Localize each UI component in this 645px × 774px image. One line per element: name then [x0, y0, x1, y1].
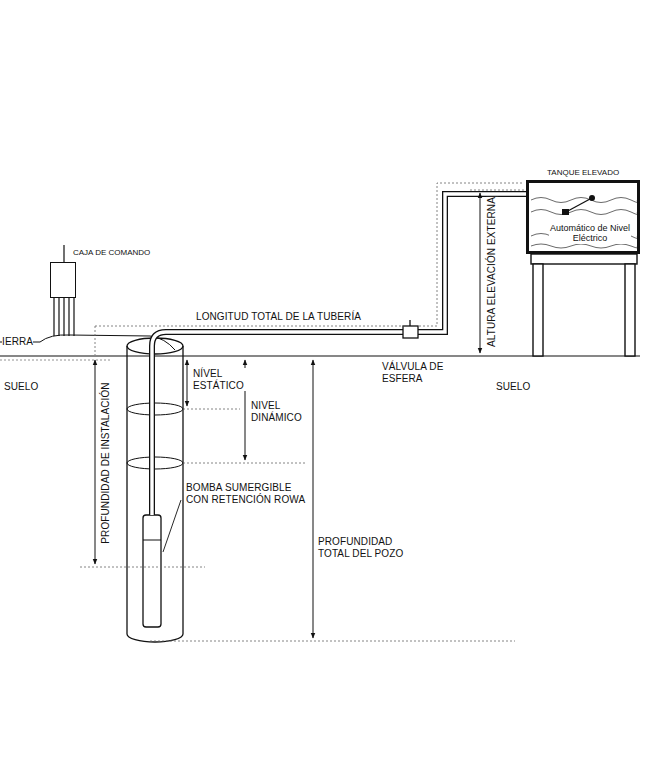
level-switch [562, 209, 569, 215]
level-float-rod [566, 199, 590, 212]
elevated-tank: TANQUE ELEVADOAutomático de Nivel Eléctr… [526, 180, 640, 254]
elevation-label: ALTURA ELEVACIÓN EXTERNA [486, 197, 498, 347]
pump-leader [163, 500, 181, 552]
valve-handle [409, 320, 410, 326]
pipe-bore [152, 194, 527, 515]
static-level-label: NÍVEL ESTÁTICO [193, 368, 249, 391]
control-antenna [63, 245, 64, 262]
pipe-length-label: LONGITUD TOTAL DE LA TUBERÍA [196, 311, 361, 323]
tank-water [531, 198, 638, 249]
tank-title: TANQUE ELEVADO [547, 168, 619, 177]
level-switch-label: Automático de Nivel Eléctrico [549, 223, 631, 244]
well-depth-label: PROFUNDIDAD TOTAL DEL POZO [318, 536, 418, 559]
pump-joint [143, 540, 161, 541]
install-depth-label: PROFUNDIDAD DE INSTALACIÓN [100, 382, 112, 543]
dynamic-level-label: NIVEL DINÁMICO [251, 400, 309, 423]
control-wires [54, 298, 74, 336]
control-box: CAJA DE COMANDO [50, 262, 76, 298]
ground-dotted [0, 360, 110, 361]
soil-label: SUELO [496, 381, 530, 393]
ball-valve [403, 326, 418, 338]
ground-label: IERRA [2, 336, 33, 348]
pipe-outline [152, 194, 527, 515]
submersible-pump [143, 515, 161, 627]
soil-label: SUELO [4, 381, 38, 393]
ground-mound [0, 335, 175, 350]
dimension-arrows [95, 193, 480, 638]
tank-stand [531, 254, 637, 356]
pump-label: BOMBA SUMERGIBLE CON RETENCIÓN ROWA [186, 482, 306, 505]
ground-line [0, 355, 640, 356]
valve-label: VÁLVULA DE ESFERA [382, 361, 448, 384]
level-float [589, 195, 595, 201]
box-title: CAJA DE COMANDO [73, 248, 150, 257]
